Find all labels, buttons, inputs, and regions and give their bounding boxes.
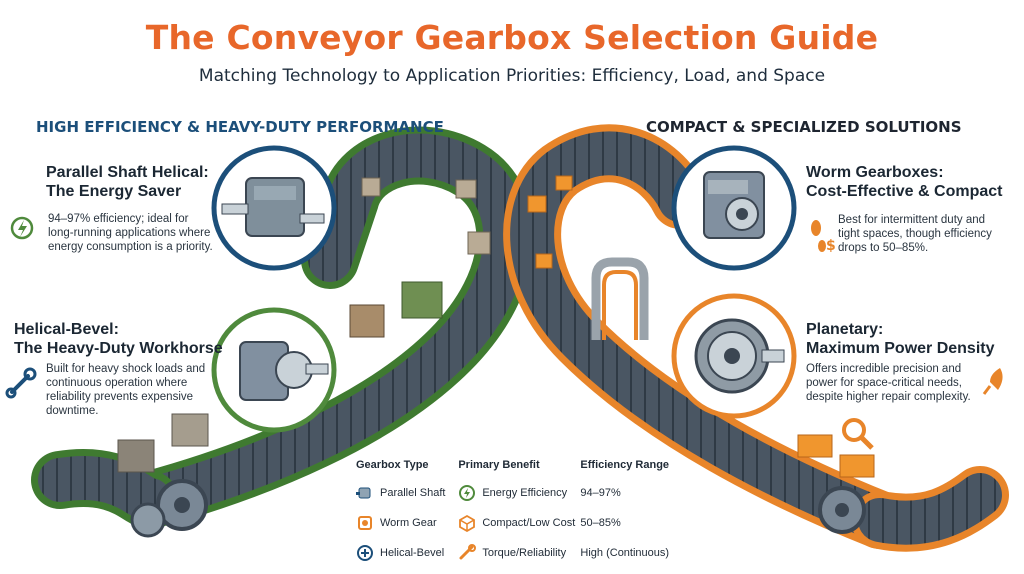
row-range: High (Continuous) xyxy=(580,547,670,559)
header-primary-benefit: Primary Benefit xyxy=(458,459,540,471)
desc-line: 94–97% efficiency; ideal for xyxy=(48,213,189,225)
svg-text:$: $ xyxy=(826,238,836,254)
row-type: Helical-Bevel xyxy=(380,547,445,559)
card-planetary: Planetary: Maximum Power Density xyxy=(806,320,1006,358)
box-icon xyxy=(797,434,833,458)
header-gearbox-type: Gearbox Type xyxy=(356,459,429,471)
desc-line: Offers incredible precision and xyxy=(806,363,962,375)
card-helical-bevel: Helical-Bevel: The Heavy-Duty Workhorse xyxy=(14,320,224,358)
worm-gearbox-image xyxy=(671,145,797,271)
desc-line: continuous operation where xyxy=(46,377,188,389)
box-icon xyxy=(555,175,573,191)
torque-icon xyxy=(459,544,477,560)
package-icon xyxy=(459,514,476,532)
card-title-line2: Cost-Effective & Compact xyxy=(806,183,1003,200)
box-icon xyxy=(535,253,553,269)
planetary-gearbox-image xyxy=(671,293,797,419)
desc-line: power for space-critical needs, xyxy=(806,377,962,389)
section-heading-left: HIGH EFFICIENCY & HEAVY-DUTY PERFORMANCE xyxy=(36,118,444,136)
parallel-shaft-gearbox-image xyxy=(211,145,337,271)
desc-line: tight spaces, though efficiency xyxy=(838,228,992,240)
card-parallel-shaft: Parallel Shaft Helical: The Energy Saver xyxy=(46,163,226,201)
wrench-icon xyxy=(5,367,37,399)
row-benefit: Torque/Reliability xyxy=(482,547,567,559)
guard-arch-icon xyxy=(591,257,649,340)
orange-conveyor-belt xyxy=(503,124,1009,552)
desc-line: long-running applications where xyxy=(48,227,211,239)
green-conveyor-belt xyxy=(31,126,535,538)
rocket-icon xyxy=(982,368,1003,395)
desc-line: Built for heavy shock loads and xyxy=(46,363,206,375)
row-type: Parallel Shaft xyxy=(380,487,446,499)
lightning-icon xyxy=(10,216,34,240)
card-desc-worm-gearbox: Best for intermittent duty and tight spa… xyxy=(838,213,1008,255)
row-benefit: Compact/Low Cost xyxy=(482,517,576,529)
section-heading-right: COMPACT & SPECIALIZED SOLUTIONS xyxy=(646,118,962,136)
card-worm-gearbox: Worm Gearboxes: Cost-Effective & Compact xyxy=(806,163,1006,201)
card-desc-parallel-shaft: 94–97% efficiency; ideal for long-runnin… xyxy=(48,212,238,254)
card-title-line1: Helical-Bevel: xyxy=(14,321,119,338)
gear-icon xyxy=(130,502,166,538)
worm-gear-icon xyxy=(358,516,372,530)
card-desc-planetary: Offers incredible precision and power fo… xyxy=(806,362,996,404)
comparison-table-panel: Gearbox Type Primary Benefit Efficiency … xyxy=(356,452,676,570)
header-efficiency-range: Efficiency Range xyxy=(580,459,670,471)
parallel-shaft-icon xyxy=(356,487,371,499)
card-title-line2: The Heavy-Duty Workhorse xyxy=(14,340,223,357)
desc-line: energy consumption is a priority. xyxy=(48,241,213,253)
energy-icon xyxy=(459,485,476,501)
magnifier-icon xyxy=(842,418,866,442)
box-icon xyxy=(171,413,209,447)
helical-bevel-icon xyxy=(357,545,373,561)
card-title-line2: Maximum Power Density xyxy=(806,340,995,357)
card-desc-helical-bevel: Built for heavy shock loads and continuo… xyxy=(46,362,226,418)
row-benefit: Energy Efficiency xyxy=(482,487,568,499)
row-type: Worm Gear xyxy=(380,517,437,529)
table-row: Parallel Shaft Energy Efficiency 94–97% xyxy=(356,478,676,508)
desc-line: Best for intermittent duty and xyxy=(838,214,986,226)
box-icon xyxy=(527,195,547,213)
box-icon xyxy=(467,231,491,255)
table-header-row: Gearbox Type Primary Benefit Efficiency … xyxy=(356,452,676,478)
desc-line: downtime. xyxy=(46,405,99,417)
box-icon xyxy=(361,177,381,197)
page-subtitle: Matching Technology to Application Prior… xyxy=(198,66,826,86)
card-title-line1: Worm Gearboxes: xyxy=(806,164,944,181)
card-title-line1: Planetary: xyxy=(806,321,884,338)
footprint-dollar-icon: $ xyxy=(811,220,836,254)
box-icon xyxy=(839,454,875,478)
desc-line: drops to 50–85%. xyxy=(838,242,929,254)
row-range: 50–85% xyxy=(580,517,621,529)
comparison-table: Gearbox Type Primary Benefit Efficiency … xyxy=(356,452,676,568)
desc-line: reliability prevents expensive xyxy=(46,391,194,403)
page-title: The Conveyor Gearbox Selection Guide xyxy=(145,18,879,57)
row-range: 94–97% xyxy=(580,487,621,499)
table-row: Helical-Bevel Torque/Reliability High (C… xyxy=(356,538,676,568)
helical-bevel-gearbox-image xyxy=(211,307,337,433)
box-icon xyxy=(455,179,477,199)
card-title-line1: Parallel Shaft Helical: xyxy=(46,164,209,181)
box-icon xyxy=(117,439,155,473)
table-row: Worm Gear Compact/Low Cost 50–85% xyxy=(356,508,676,538)
desc-line: despite higher repair complexity. xyxy=(806,391,971,403)
box-icon xyxy=(401,281,443,319)
box-icon xyxy=(349,304,385,338)
card-title-line2: The Energy Saver xyxy=(46,183,182,200)
